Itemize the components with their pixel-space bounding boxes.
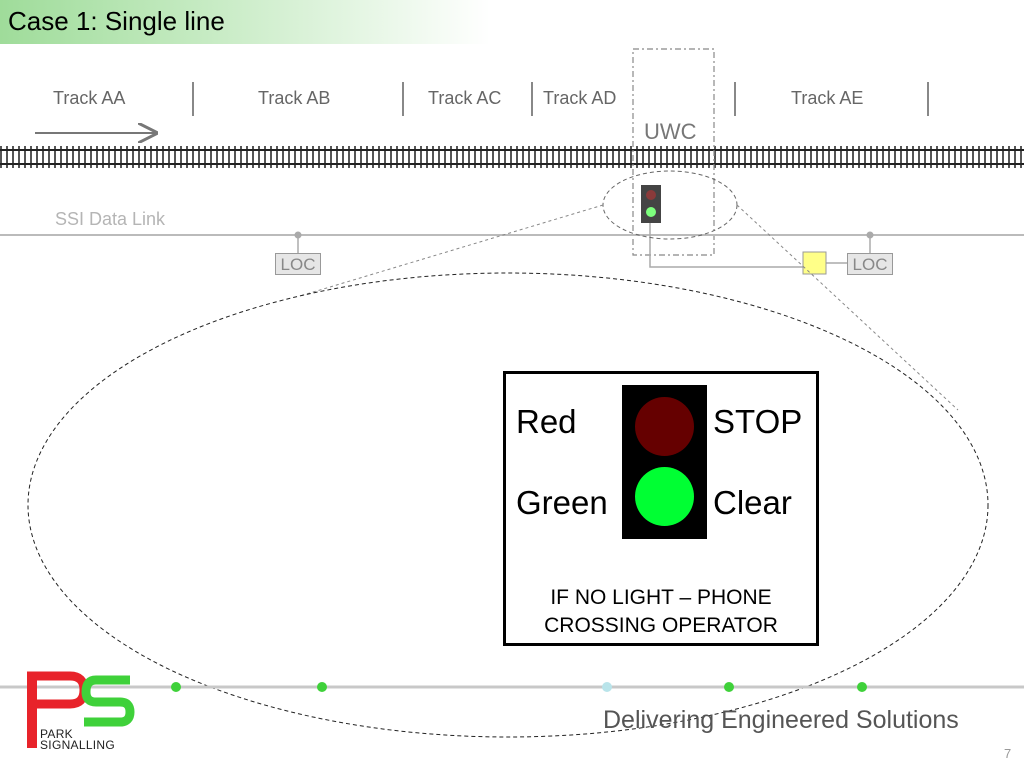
sign-note-line1: IF NO LIGHT – PHONE: [550, 586, 772, 609]
green-label: Green: [516, 484, 608, 521]
footer-dot: [724, 682, 734, 692]
loc-left-box: LOC: [275, 253, 321, 275]
loc-left-node: [294, 231, 302, 239]
zoom-small-ellipse: [602, 170, 738, 240]
small-green-aspect-icon: [646, 207, 656, 217]
footer-dot: [857, 682, 867, 692]
yellow-junction-box: [802, 251, 827, 275]
zoom-large-ellipse: [27, 272, 989, 738]
green-aspect-icon: [635, 467, 694, 526]
signal-head: [622, 385, 707, 539]
footer-dot: [171, 682, 181, 692]
green-meaning: Clear: [713, 484, 792, 521]
title-bar: Case 1: Single line: [0, 0, 490, 44]
track-label-ae: Track AE: [791, 88, 864, 108]
signal-instruction-sign: Red STOP Green Clear IF NO LIGHT – PHONE…: [503, 371, 819, 646]
footer-dot: [317, 682, 327, 692]
zoom-projection-line: [736, 204, 959, 411]
uwc-label: UWC: [644, 119, 697, 144]
track-label-ab: Track AB: [258, 88, 331, 108]
railway-ties: [0, 146, 1024, 168]
track-label-aa: Track AA: [53, 88, 126, 108]
track-label-ad: Track AD: [543, 88, 617, 108]
loc-right-node: [866, 231, 874, 239]
zoom-projection-line: [299, 204, 604, 297]
slide-title: Case 1: Single line: [8, 6, 225, 36]
footer-dot: [602, 682, 612, 692]
logo-text-park: PARK: [40, 727, 73, 741]
sign-note-line2: CROSSING OPERATOR: [544, 614, 778, 637]
signal-wiring: [649, 222, 804, 268]
logo-text-signalling: SIGNALLING: [40, 738, 116, 752]
footer-tagline: Delivering Engineered Solutions: [603, 706, 959, 734]
small-red-aspect-icon: [646, 190, 656, 200]
red-label: Red: [516, 403, 577, 440]
track-label-ac: Track AC: [428, 88, 502, 108]
small-signal-head: [641, 185, 661, 223]
park-signalling-logo: [27, 671, 135, 748]
page-number: 7: [1004, 746, 1012, 761]
ssi-data-link-label: SSI Data Link: [55, 209, 166, 229]
loc-right-box: LOC: [847, 253, 893, 275]
red-aspect-icon: [635, 397, 694, 456]
red-meaning: STOP: [713, 403, 803, 440]
uwc-crossing-box: [632, 48, 715, 256]
